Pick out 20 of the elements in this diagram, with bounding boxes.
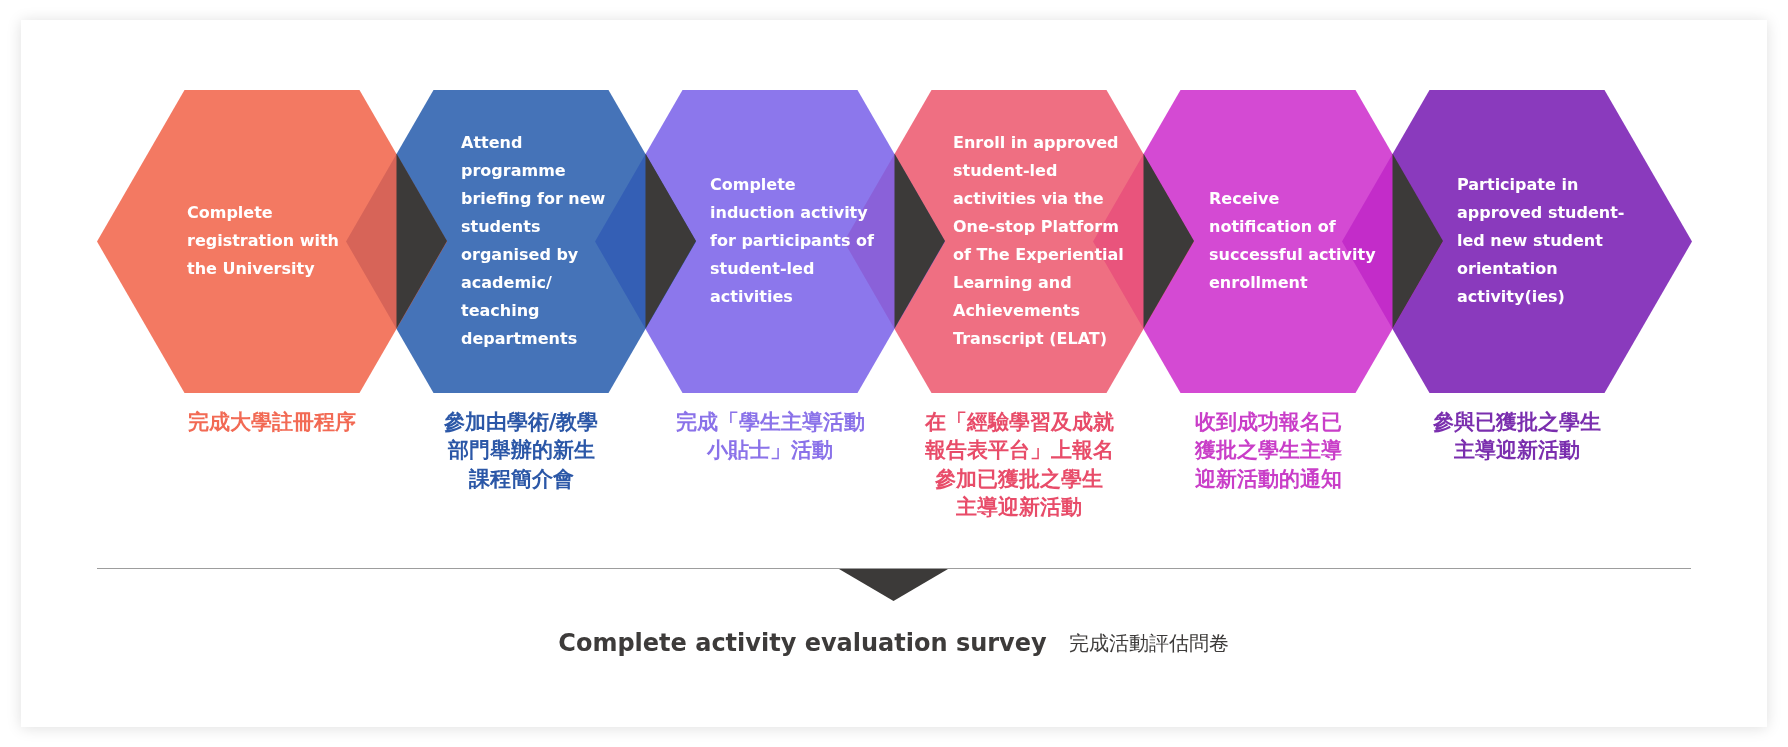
- step-caption: 參加由學術/教學部門舉辦的新生課程簡介會: [443, 408, 599, 493]
- step-caption: 收到成功報名已獲批之學生主導迎新活動的通知: [1194, 408, 1342, 493]
- triangle-arrow: [645, 153, 696, 329]
- step-text: Complete registration with the University: [187, 202, 340, 280]
- step-text: Attend programme briefing for new students organised by academic/teaching departments: [461, 132, 607, 350]
- survey-label: Complete activity evaluation survey: [558, 628, 1047, 659]
- survey-caption: 完成活動評估問卷: [1068, 630, 1229, 657]
- step-caption: 完成「學生主導活動小貼士」活動: [675, 408, 865, 464]
- step-caption: 完成大學註冊程序: [187, 408, 357, 436]
- triangle-arrow: [396, 153, 447, 329]
- step-text: Receive notification of successful activity enrollment: [1209, 188, 1377, 294]
- step-text: Participate in approved student-led new student orientation activity(ies): [1457, 174, 1626, 308]
- step-caption: 參與已獲批之學生主導迎新活動: [1432, 408, 1602, 464]
- triangle-arrow: [1143, 153, 1194, 329]
- triangle-arrow: [894, 153, 945, 329]
- step-caption: 在「經驗學習及成就報告表平台」上報名參加已獲批之學生主導迎新活動: [924, 408, 1114, 521]
- triangle-arrow: [839, 569, 948, 601]
- triangle-arrow: [1392, 153, 1443, 329]
- step-text: Enroll in approved student-led activities via the One-stop Platform of The Experiential Learning and Achievements Transcript (ELAT): [953, 132, 1125, 350]
- step-text: Complete induction activity for participants of student-led activities: [710, 174, 875, 308]
